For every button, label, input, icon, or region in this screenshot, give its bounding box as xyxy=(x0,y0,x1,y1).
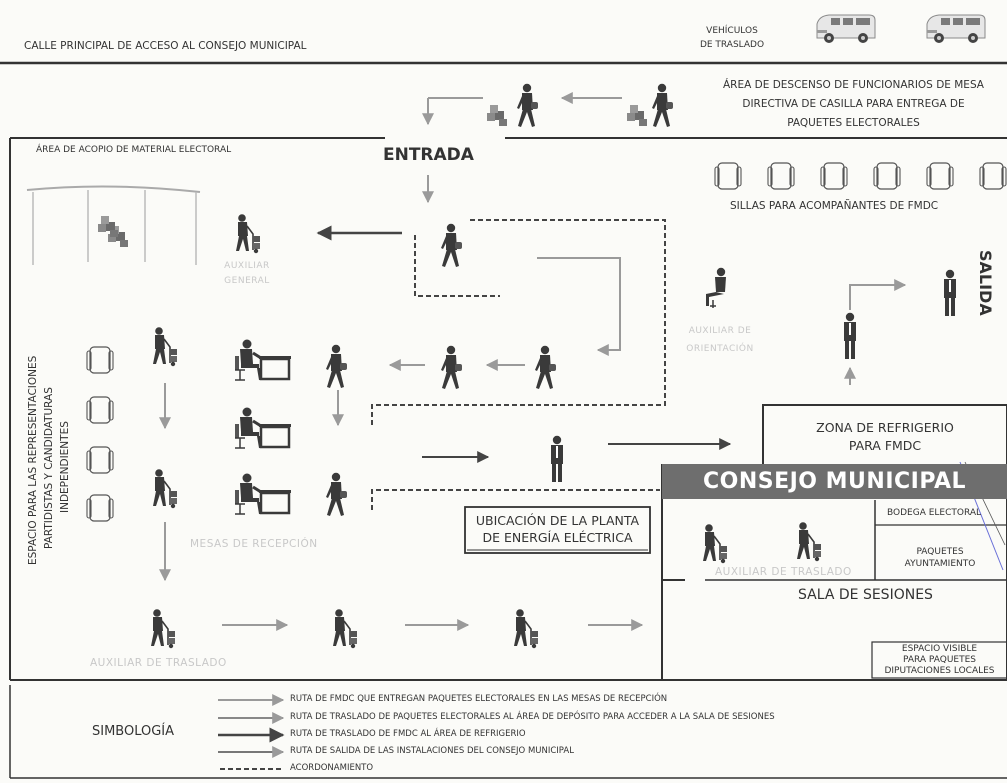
representaciones-line2: PARTIDISTAS Y CANDIDATURAS xyxy=(43,387,55,549)
legend-item-1: RUTA DE FMDC QUE ENTREGAN PAQUETES ELECT… xyxy=(290,694,668,704)
chair-icon xyxy=(820,162,848,190)
legend-item-3: RUTA DE TRASLADO DE FMDC AL ÁREA DE REFR… xyxy=(290,729,526,739)
person-with-cart-icon xyxy=(152,326,178,368)
refrigerio-line2: PARA FMDC xyxy=(848,438,922,453)
espacio-visible-line1: ESPACIO VISIBLE xyxy=(901,644,978,654)
vehicles-label-line1: VEHÍCULOS xyxy=(706,26,758,36)
person-with-cart-icon xyxy=(332,608,358,650)
person-standing-icon xyxy=(844,312,856,359)
package-pile-icon xyxy=(627,105,647,126)
tent-icon xyxy=(26,185,201,265)
person-walking-icon xyxy=(326,472,347,516)
sala-sesiones-label: SALA DE SESIONES xyxy=(798,587,933,603)
person-walking-icon xyxy=(652,83,673,127)
chair-icon xyxy=(926,162,954,190)
sillas-label: SILLAS PARA ACOMPAÑANTES DE FMDC xyxy=(730,200,939,212)
chair-icon xyxy=(86,494,114,522)
legend-item-2: RUTA DE TRASLADO DE PAQUETES ELECTORALES… xyxy=(290,712,775,722)
person-with-cart-icon xyxy=(235,213,261,254)
person-with-cart-icon xyxy=(150,608,176,650)
person-walking-icon xyxy=(517,83,538,127)
auxiliar-traslado-label: AUXILIAR DE TRASLADO xyxy=(90,657,227,669)
chair-icon xyxy=(873,162,901,190)
auxiliar-general-line1: AUXILIAR xyxy=(224,261,270,271)
descenso-label-line1: ÁREA DE DESCENSO DE FUNCIONARIOS DE MESA xyxy=(723,79,984,91)
auxiliar-orientacion-line2: ORIENTACIÓN xyxy=(686,344,754,354)
van-icon xyxy=(926,14,986,44)
chair-icon xyxy=(86,346,114,374)
representaciones-line3: INDEPENDIENTES xyxy=(59,421,71,513)
person-with-cart-icon xyxy=(796,521,822,563)
chair-icon xyxy=(86,396,114,424)
salida-label: SALIDA xyxy=(976,250,995,316)
paquetes-ayto-line1: PAQUETES xyxy=(916,547,964,557)
person-walking-icon xyxy=(535,345,556,389)
vehicles-label-line2: DE TRASLADO xyxy=(699,40,765,50)
person-with-cart-icon xyxy=(702,523,728,565)
entrada-label: ENTRADA xyxy=(383,145,474,165)
street-label: CALLE PRINCIPAL DE ACCESO AL CONSEJO MUN… xyxy=(24,40,307,52)
chair-icon xyxy=(86,446,114,474)
descenso-label-line3: PAQUETES ELECTORALES xyxy=(787,117,920,129)
person-standing-icon xyxy=(944,269,956,316)
person-seated-desk-icon xyxy=(233,472,293,516)
package-pile-icon xyxy=(98,216,118,237)
acopio-label: ÁREA DE ACOPIO DE MATERIAL ELECTORAL xyxy=(36,145,232,155)
person-with-cart-icon xyxy=(513,608,539,650)
person-seated-desk-icon xyxy=(233,338,293,382)
auxiliar-orientacion-line1: AUXILIAR DE xyxy=(688,326,752,336)
paquetes-ayto-line2: AYUNTAMIENTO xyxy=(904,559,976,569)
legend-item-4: RUTA DE SALIDA DE LAS INSTALACIONES DEL … xyxy=(290,746,574,756)
van-icon xyxy=(816,14,876,44)
planta-line2: DE ENERGÍA ELÉCTRICA xyxy=(482,530,633,545)
person-walking-icon xyxy=(441,223,462,267)
refrigerio-line1: ZONA DE REFRIGERIO xyxy=(816,420,954,435)
planta-line1: UBICACIÓN DE LA PLANTA xyxy=(475,513,640,528)
mesas-label: MESAS DE RECEPCIÓN xyxy=(190,538,318,550)
package-pile-icon xyxy=(487,105,507,126)
bodega-label: BODEGA ELECTORAL xyxy=(887,508,982,518)
person-walking-icon xyxy=(326,344,347,388)
consejo-municipal-banner: CONSEJO MUNICIPAL xyxy=(662,464,1007,499)
chair-icon xyxy=(767,162,795,190)
descenso-label-line2: DIRECTIVA DE CASILLA PARA ENTREGA DE xyxy=(742,98,965,110)
auxiliar-general-line2: GENERAL xyxy=(224,276,270,286)
person-walking-icon xyxy=(441,345,462,389)
legend-title: SIMBOLOGÍA xyxy=(92,724,175,739)
chair-icon xyxy=(714,162,742,190)
representaciones-line1: ESPACIO PARA LAS REPRESENTACIONES xyxy=(27,355,39,565)
espacio-visible-line3: DIPUTACIONES LOCALES xyxy=(884,666,995,676)
person-standing-icon xyxy=(551,435,563,482)
person-seated-desk-icon xyxy=(233,406,293,450)
person-with-cart-icon xyxy=(152,468,178,510)
chair-icon xyxy=(979,162,1007,190)
espacio-visible-line2: PARA PAQUETES xyxy=(902,655,977,665)
legend-item-5: ACORDONAMIENTO xyxy=(290,763,374,773)
auxiliar-traslado-interior-label: AUXILIAR DE TRASLADO xyxy=(715,566,852,578)
